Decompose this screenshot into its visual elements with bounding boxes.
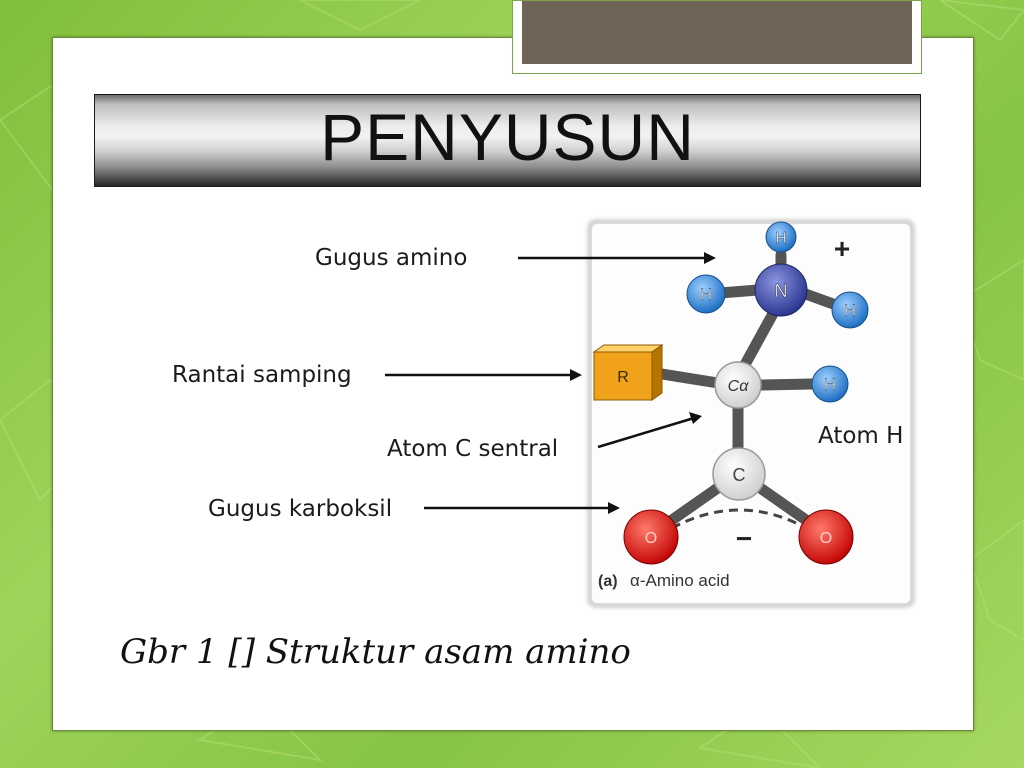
label-central-carbon: Atom C sentral (387, 436, 559, 462)
slide-caption: Gbr 1 [] Struktur asam amino (120, 632, 631, 672)
alpha-carbon-label: Cα (728, 378, 750, 395)
arrowhead-amino (704, 252, 716, 264)
bond-n-calpha (736, 304, 781, 376)
negative-charge: − (736, 523, 752, 554)
decorative-tab-fill (522, 1, 912, 64)
bond-calpha-r (656, 368, 724, 389)
arrowhead-central-carbon (689, 412, 702, 424)
hydrogen-atom-left-label: H (700, 285, 712, 304)
resonance-dashes (671, 508, 807, 530)
oxygen-atom-left-label: O (645, 530, 657, 547)
hydrogen-atom-left (686, 274, 726, 314)
nitrogen-atom (754, 263, 808, 317)
alpha-carbon-atom (714, 361, 762, 409)
arrowhead-carboxyl (608, 502, 620, 514)
hydrogen-atom-top-label: H (775, 230, 787, 247)
bond-c-o-right (750, 479, 812, 526)
carbon-atom-label: C (733, 465, 746, 485)
oxygen-atom-right-label: O (820, 530, 832, 547)
oxygen-atom-right (798, 509, 854, 565)
r-group-label: R (617, 369, 629, 386)
slide-title: PENYUSUN (320, 100, 695, 174)
figure-caption-prefix: (a) (598, 573, 618, 590)
arrow-central-carbon (597, 416, 695, 449)
nitrogen-atom-label: N (775, 281, 788, 301)
figure-caption-text: α-Amino acid (630, 571, 730, 590)
hydrogen-atom-right-label: H (844, 301, 856, 320)
r-group-cube-top (592, 344, 664, 353)
r-group-cube (593, 351, 653, 401)
label-side-chain: Rantai samping (172, 362, 352, 388)
r-group-cube-side (651, 344, 663, 401)
hydrogen-atom-calpha-label: H (824, 375, 836, 394)
bond-c-o-left (666, 479, 728, 526)
bond-n-h-left (714, 284, 764, 299)
decorative-tab (512, 0, 922, 74)
hydrogen-atom-calpha (811, 365, 849, 403)
hydrogen-atom-right (831, 291, 869, 329)
label-carboxyl-group: Gugus karboksil (208, 496, 393, 522)
arrowhead-side-chain (570, 369, 582, 381)
bond-calpha-h (754, 378, 818, 391)
label-amino-group: Gugus amino (315, 245, 468, 271)
oxygen-atom-left (623, 509, 679, 565)
hydrogen-atom-top (765, 221, 797, 253)
title-bar: PENYUSUN (94, 94, 921, 187)
positive-charge: + (834, 233, 850, 264)
label-hydrogen-atom: Atom H (818, 423, 904, 449)
carbon-atom (712, 447, 766, 501)
